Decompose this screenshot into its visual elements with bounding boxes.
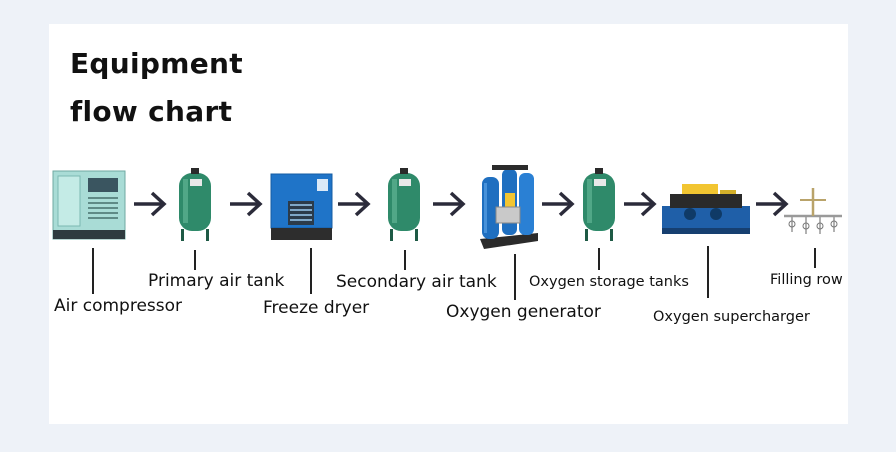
flow-arrow-icon	[433, 191, 466, 217]
label-air-compressor: Air compressor	[54, 296, 183, 316]
supercharger-icon	[662, 184, 750, 234]
label-secondary-air-tank: Secondary air tank	[336, 272, 497, 292]
air-tank-icon	[179, 168, 211, 241]
air-compressor-icon	[52, 170, 126, 240]
leader-line	[194, 250, 196, 270]
flow-arrow-icon	[542, 191, 575, 217]
leader-line	[92, 248, 94, 294]
oxygen-generator-icon	[480, 165, 538, 249]
flow-arrow-icon	[230, 191, 263, 217]
flow-arrow-icon	[338, 191, 371, 217]
leader-line	[404, 250, 406, 270]
leader-line	[310, 248, 312, 294]
leader-line	[598, 248, 600, 270]
label-oxygen-supercharger: Oxygen supercharger	[653, 309, 810, 325]
leader-line	[707, 246, 709, 298]
label-oxygen-storage-tanks: Oxygen storage tanks	[529, 274, 689, 290]
diagram-title-line2: flow chart	[70, 95, 233, 128]
freeze-dryer-icon	[270, 173, 333, 240]
flow-arrow-icon	[134, 191, 167, 217]
leader-line	[814, 248, 816, 268]
label-filling-row: Filling row	[770, 272, 843, 288]
storage-tank-icon	[583, 168, 615, 241]
filling-row-icon	[784, 188, 842, 234]
label-oxygen-generator: Oxygen generator	[446, 302, 601, 322]
air-tank-icon	[388, 168, 420, 241]
flow-arrow-icon	[756, 191, 789, 217]
diagram-title-line1: Equipment	[70, 47, 243, 80]
label-freeze-dryer: Freeze dryer	[263, 298, 370, 318]
label-primary-air-tank: Primary air tank	[148, 271, 285, 291]
flow-arrow-icon	[624, 191, 657, 217]
leader-line	[514, 254, 516, 300]
